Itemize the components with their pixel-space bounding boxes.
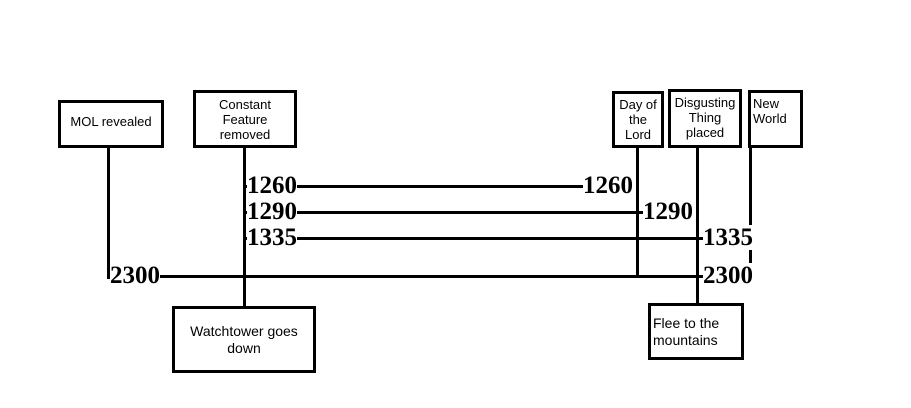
node-box-mol-revealed[interactable]: MOL revealed [58, 100, 164, 148]
node-box-new-world[interactable]: New World [748, 90, 803, 148]
node-box-day-of-the-lord[interactable]: Day of the Lord [612, 91, 664, 148]
year-label-1260-start: 1260 [247, 172, 297, 199]
node-label-day-of-the-lord: Day of the Lord [619, 97, 657, 142]
node-box-disgusting-thing-placed[interactable]: Disgusting Thing placed [668, 89, 742, 148]
hline-span-1260 [243, 185, 583, 188]
node-label-disgusting-thing-placed: Disgusting Thing placed [674, 95, 736, 140]
year-label-1335-start: 1335 [247, 224, 297, 251]
vline-constant-feature-removed [243, 131, 246, 311]
node-label-constant-feature-removed: Constant Feature removed [218, 97, 272, 142]
vline-day-of-the-lord [636, 131, 639, 276]
vline-mol-revealed [107, 131, 110, 279]
year-label-1335-end: 1335 [703, 224, 753, 251]
node-box-watchtower-goes-down[interactable]: Watchtower goes down [172, 306, 316, 373]
hline-span-2300 [107, 275, 703, 278]
hline-span-1335 [243, 237, 703, 240]
year-label-2300-start: 2300 [110, 262, 160, 289]
year-label-1260-end: 1260 [583, 172, 633, 199]
hline-span-1290 [243, 211, 643, 214]
node-label-mol-revealed: MOL revealed [70, 114, 152, 129]
node-label-watchtower-goes-down: Watchtower goes down [190, 323, 298, 356]
vline-new-world [749, 131, 752, 283]
node-label-flee-to-the-mountains: Flee to the mountains [653, 315, 720, 348]
node-label-new-world: New World [753, 96, 787, 126]
node-box-constant-feature-removed[interactable]: Constant Feature removed [193, 90, 297, 148]
year-label-2300-end: 2300 [703, 262, 753, 289]
node-box-flee-to-the-mountains[interactable]: Flee to the mountains [648, 303, 744, 360]
year-label-1290-end: 1290 [643, 198, 693, 225]
vline-disgusting-thing-placed [696, 131, 699, 309]
year-label-1290-start: 1290 [247, 198, 297, 225]
